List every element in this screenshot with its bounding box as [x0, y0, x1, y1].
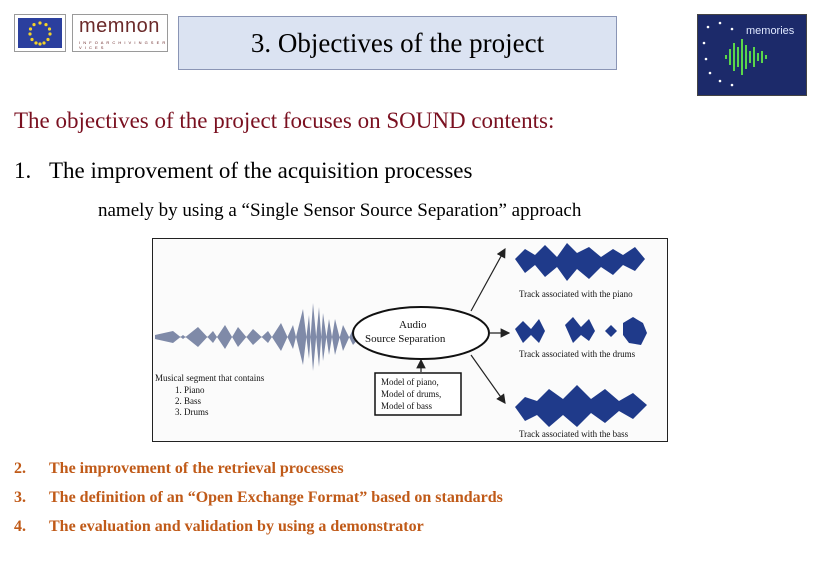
eu-flag-icon [18, 18, 62, 48]
objective-3-text: The definition of an “Open Exchange Form… [49, 489, 503, 506]
objective-1-note: namely by using a “Single Sensor Source … [98, 200, 582, 221]
objective-4-number: 4. [14, 518, 26, 535]
eu-logo [14, 14, 66, 52]
objective-1-number: 1. [14, 158, 32, 183]
source-separation-diagram: Audio Source Separation Musical segment … [152, 238, 668, 442]
objective-1: 1. The improvement of the acquisition pro… [14, 158, 472, 184]
objective-2-text: The improvement of the retrieval process… [49, 460, 344, 477]
objective-3-number: 3. [14, 489, 26, 506]
diagram-graphics [155, 243, 647, 427]
segment-item-piano: 1. Piano [175, 385, 205, 395]
memories-logo: memories [697, 14, 807, 96]
objective-2-number: 2. [14, 460, 26, 477]
track-label-piano: Track associated with the piano [519, 289, 633, 299]
objective-2: 2. The improvement of the retrieval proce… [14, 460, 344, 478]
intro-heading: The objectives of the project focuses on… [14, 108, 555, 133]
track-label-bass: Track associated with the bass [519, 429, 629, 439]
segment-caption: Musical segment that contains [155, 373, 265, 383]
piano-track-waveform [515, 243, 645, 281]
model-drums: Model of drums, [381, 389, 442, 399]
segment-item-drums: 3. Drums [175, 407, 209, 417]
memnon-logo: memnon I N F O A R C H I V I N G S E R V… [72, 14, 168, 52]
objective-1-text: The improvement of the acquisition proce… [49, 158, 473, 183]
memories-waveform-icon [702, 21, 767, 87]
model-bass: Model of bass [381, 401, 432, 411]
center-label-separation: Source Separation [365, 333, 446, 345]
center-label-audio: Audio [399, 319, 427, 331]
page-title: 3. Objectives of the project [178, 16, 617, 70]
objective-4: 4. The evaluation and validation by using… [14, 518, 424, 536]
memories-logo-word: memories [746, 25, 795, 37]
objective-4-text: The evaluation and validation by using a… [49, 518, 424, 535]
memnon-logo-word: memnon [79, 15, 160, 37]
drums-track-waveform [515, 317, 647, 345]
track-label-drums: Track associated with the drums [519, 349, 636, 359]
memnon-logo-subtitle: I N F O A R C H I V I N G S E R V I C E … [79, 40, 167, 50]
bass-track-waveform [515, 385, 647, 427]
mixed-waveform-fill [155, 303, 388, 371]
objective-3: 3. The definition of an “Open Exchange Fo… [14, 489, 503, 507]
segment-item-bass: 2. Bass [175, 396, 202, 406]
model-piano: Model of piano, [381, 377, 439, 387]
